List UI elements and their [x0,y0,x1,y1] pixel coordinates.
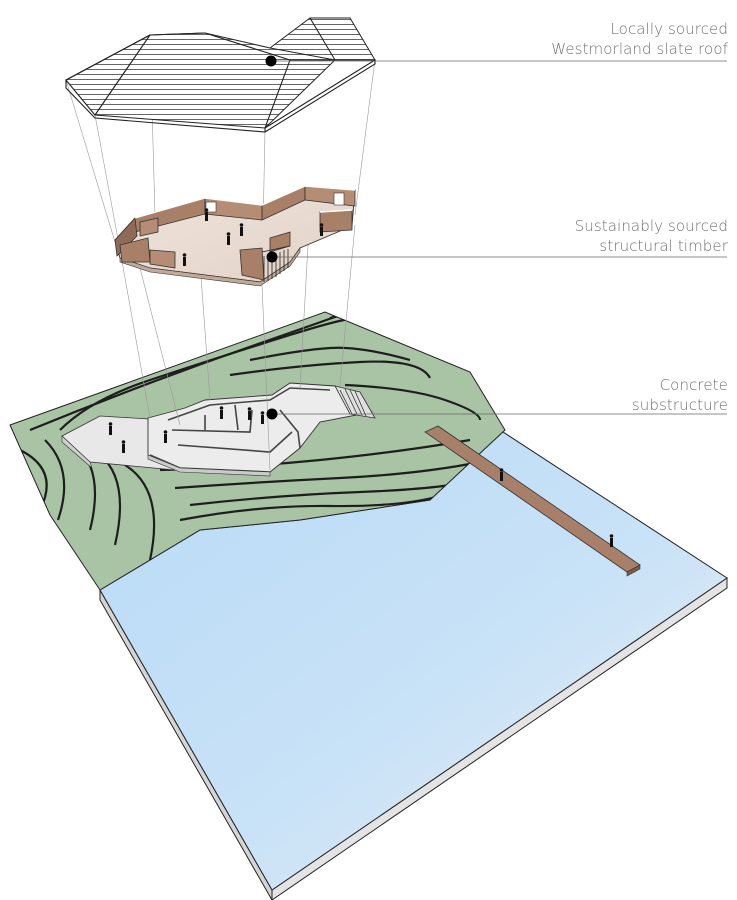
people-figures-concrete [108,406,265,453]
label-slate-roof-line-1: Locally sourced [610,20,728,38]
label-structural-timber-line-2: structural timber [599,237,728,255]
label-concrete-substructure-line-2: substructure [631,396,728,414]
marker-dot-roof [265,55,277,67]
structural-timber-layer [114,185,356,287]
site-base [9,311,728,900]
timber-balustrade [261,245,291,282]
marker-dot-timber [266,251,278,263]
label-concrete-substructure: Concrete substructure [632,375,728,415]
label-concrete-substructure-line-1: Concrete [659,376,728,394]
people-figures-jetty [499,468,614,547]
label-slate-roof: Locally sourced Westmorland slate roof [551,19,728,59]
label-structural-timber: Sustainably sourced structural timber [575,216,728,256]
slate-roof-layer [65,17,376,133]
jetty [424,425,641,577]
label-slate-roof-line-2: Westmorland slate roof [551,40,728,58]
concrete-substructure-layer [61,382,376,477]
people-figures-timber [182,208,324,266]
marker-dot-concrete [266,408,278,420]
concrete-stair [334,385,376,419]
label-structural-timber-line-1: Sustainably sourced [574,217,728,235]
annotation-leaders [265,55,727,420]
